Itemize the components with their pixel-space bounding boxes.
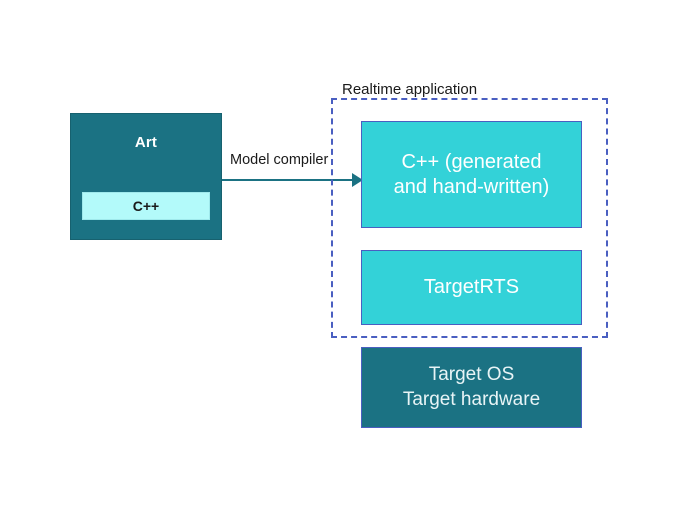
target-os-block: Target OS Target hardware — [361, 347, 582, 428]
targetrts-label: TargetRTS — [423, 276, 520, 298]
art-block-title: Art — [134, 134, 158, 151]
model-compiler-label: Model compiler — [228, 151, 331, 169]
targetrts-block: TargetRTS — [361, 250, 582, 325]
model-compiler-arrow — [222, 160, 366, 200]
art-cpp-label: C++ — [132, 198, 160, 214]
arrow-line — [222, 179, 354, 181]
arrow-right-icon — [352, 173, 363, 187]
art-source-block: Art — [70, 113, 222, 240]
art-cpp-inner-block: C++ — [82, 192, 210, 220]
cpp-generated-block: C++ (generated and hand-written) — [361, 121, 582, 228]
target-os-label: Target OS Target hardware — [402, 363, 541, 410]
realtime-application-boundary — [331, 98, 608, 338]
cpp-generated-label: C++ (generated and hand-written) — [393, 150, 550, 198]
realtime-application-title: Realtime application — [342, 81, 478, 98]
